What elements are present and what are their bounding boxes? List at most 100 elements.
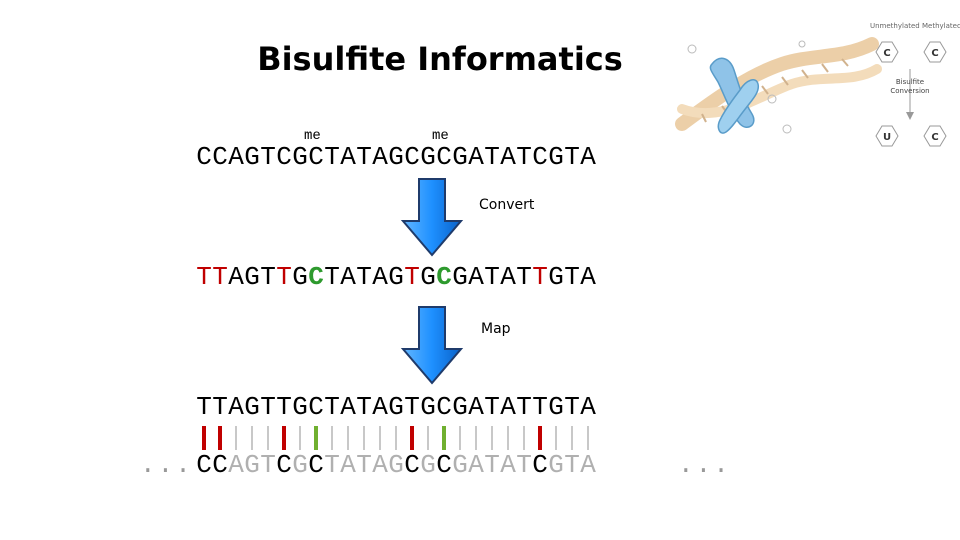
reference-base: A xyxy=(500,450,516,480)
reference-base: T xyxy=(516,450,532,480)
original-base: C xyxy=(404,142,420,172)
read-base: T xyxy=(564,392,580,422)
reference-base: A xyxy=(228,450,244,480)
base-c-retained: C xyxy=(931,132,938,143)
converted-base: A xyxy=(372,262,388,292)
converted-base: T xyxy=(404,262,420,292)
original-base: A xyxy=(372,142,388,172)
read-base: T xyxy=(276,392,292,422)
read-sequence: TTAGTTGCTATAGTGCGATATTGTA xyxy=(196,392,596,422)
reference-base: C xyxy=(404,450,420,480)
alignment-bar xyxy=(276,424,292,454)
read-base: T xyxy=(484,392,500,422)
read-base: T xyxy=(404,392,420,422)
read-base: A xyxy=(580,392,596,422)
read-base: T xyxy=(532,392,548,422)
converted-base: G xyxy=(452,262,468,292)
reference-base: G xyxy=(292,450,308,480)
methyl-mark: me xyxy=(304,128,321,144)
base-u-converted: U xyxy=(883,132,891,143)
alignment-bar xyxy=(452,424,468,454)
dna-helix-icon xyxy=(675,37,882,131)
read-base: T xyxy=(196,392,212,422)
read-base: G xyxy=(452,392,468,422)
alignment-bar xyxy=(196,424,212,454)
reference-base: A xyxy=(372,450,388,480)
read-base: T xyxy=(212,392,228,422)
alignment-bar xyxy=(420,424,436,454)
read-base: G xyxy=(292,392,308,422)
read-base: G xyxy=(244,392,260,422)
original-base: T xyxy=(516,142,532,172)
read-base: A xyxy=(228,392,244,422)
original-base: C xyxy=(276,142,292,172)
alignment-bar xyxy=(580,424,596,454)
original-base: A xyxy=(500,142,516,172)
map-label: Map xyxy=(481,321,511,337)
alignment-bar xyxy=(388,424,404,454)
read-base: C xyxy=(436,392,452,422)
original-base: G xyxy=(452,142,468,172)
methylated-label: Methylated xyxy=(922,22,960,30)
read-base: G xyxy=(388,392,404,422)
alignment-bar xyxy=(372,424,388,454)
map-arrow-icon xyxy=(400,306,464,385)
converted-base: A xyxy=(468,262,484,292)
read-base: T xyxy=(260,392,276,422)
read-base: A xyxy=(372,392,388,422)
original-base: T xyxy=(260,142,276,172)
convert-arrow-icon xyxy=(400,178,464,257)
original-base: T xyxy=(324,142,340,172)
converted-base: A xyxy=(580,262,596,292)
reference-base: T xyxy=(324,450,340,480)
alignment-bar xyxy=(404,424,420,454)
reference-base: T xyxy=(356,450,372,480)
conversion-label-2: Conversion xyxy=(890,87,929,95)
original-base: G xyxy=(548,142,564,172)
reference-prefix: ... xyxy=(140,450,193,480)
alignment-bar xyxy=(468,424,484,454)
original-base: C xyxy=(436,142,452,172)
original-base: C xyxy=(532,142,548,172)
alignment-bar xyxy=(292,424,308,454)
reference-base: C xyxy=(436,450,452,480)
alignment-bar xyxy=(228,424,244,454)
chromosome-icon xyxy=(709,57,760,134)
original-base: C xyxy=(308,142,324,172)
converted-base: G xyxy=(388,262,404,292)
reference-base: T xyxy=(484,450,500,480)
alignment-bar xyxy=(548,424,564,454)
original-base: C xyxy=(196,142,212,172)
read-base: A xyxy=(340,392,356,422)
converted-base: T xyxy=(564,262,580,292)
converted-base: T xyxy=(212,262,228,292)
converted-base: G xyxy=(420,262,436,292)
reference-base: T xyxy=(564,450,580,480)
converted-base: A xyxy=(228,262,244,292)
converted-base: T xyxy=(484,262,500,292)
original-base: T xyxy=(356,142,372,172)
alignment-bar xyxy=(308,424,324,454)
original-base: A xyxy=(580,142,596,172)
methyl-mark: me xyxy=(432,128,449,144)
alignment-bar xyxy=(564,424,580,454)
converted-base: C xyxy=(436,262,452,292)
read-base: T xyxy=(516,392,532,422)
original-base: G xyxy=(292,142,308,172)
original-base: T xyxy=(484,142,500,172)
alignment-bar xyxy=(484,424,500,454)
alignment-bars xyxy=(196,424,596,462)
read-base: A xyxy=(468,392,484,422)
converted-base: T xyxy=(260,262,276,292)
alignment-bar xyxy=(260,424,276,454)
alignment-bar xyxy=(244,424,260,454)
reference-base: T xyxy=(260,450,276,480)
original-base: G xyxy=(388,142,404,172)
converted-base: G xyxy=(292,262,308,292)
alignment-bar xyxy=(356,424,372,454)
alignment-bar xyxy=(212,424,228,454)
original-base: T xyxy=(564,142,580,172)
reference-base: A xyxy=(340,450,356,480)
reference-base: C xyxy=(308,450,324,480)
reference-base: G xyxy=(420,450,436,480)
